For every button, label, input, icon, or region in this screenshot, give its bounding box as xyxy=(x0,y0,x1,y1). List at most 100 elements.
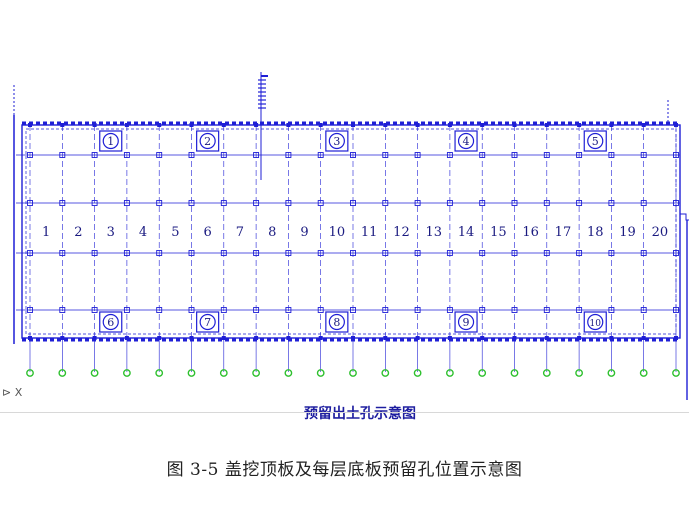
edge-node xyxy=(60,123,65,127)
column-node xyxy=(543,250,550,256)
column-node xyxy=(576,250,583,256)
edge-node xyxy=(512,336,517,340)
edge-node xyxy=(351,123,355,127)
edge-node xyxy=(286,123,291,127)
hole-number: 8 xyxy=(333,316,340,329)
edge-node xyxy=(480,123,485,127)
column-node xyxy=(188,200,195,206)
hole-frame xyxy=(454,130,478,152)
column-node xyxy=(382,152,389,158)
bay-label: 17 xyxy=(555,225,572,240)
column-grid xyxy=(16,123,680,372)
edge-node xyxy=(351,336,355,340)
column-node xyxy=(640,200,647,206)
edge-node xyxy=(254,123,259,127)
column-node xyxy=(317,250,324,256)
column-node xyxy=(673,200,679,206)
column-node xyxy=(350,250,356,256)
axis-marker-icon xyxy=(413,369,422,377)
hole-frame xyxy=(99,130,123,152)
hole-frame xyxy=(325,130,349,152)
axis-marker-icon xyxy=(349,369,357,377)
column-node xyxy=(91,200,98,206)
hole-number: 7 xyxy=(204,316,211,329)
bay-label: 15 xyxy=(490,225,507,240)
edge-node xyxy=(221,123,226,127)
column-node xyxy=(543,200,550,206)
edge-node xyxy=(286,336,291,340)
slab-inner-border xyxy=(25,128,677,335)
bay-label: 3 xyxy=(107,225,115,240)
bay-label: 8 xyxy=(268,225,276,240)
edge-node xyxy=(512,123,517,127)
edge-node xyxy=(577,336,582,340)
hole-circle xyxy=(457,313,475,331)
hole-circle xyxy=(328,313,345,331)
column-node xyxy=(414,152,421,158)
column-node xyxy=(673,152,679,158)
hole-number: 1 xyxy=(107,135,114,148)
column-node xyxy=(220,152,227,158)
column-node xyxy=(673,250,679,256)
column-node xyxy=(59,200,66,206)
column-node xyxy=(188,250,195,256)
column-node xyxy=(576,152,583,158)
bay-label: 18 xyxy=(587,225,604,240)
edge-node xyxy=(28,336,32,340)
axis-marker-icon xyxy=(155,369,164,377)
hole-circle xyxy=(328,132,345,150)
edge-node xyxy=(189,123,194,127)
column-node xyxy=(253,200,260,206)
edge-node xyxy=(124,336,129,340)
hole-number: 2 xyxy=(204,135,211,148)
right-step xyxy=(680,213,689,221)
column-node xyxy=(414,200,421,206)
column-node xyxy=(543,307,550,313)
column-node xyxy=(220,200,227,206)
column-node xyxy=(414,307,421,313)
column-node xyxy=(479,200,486,206)
column-node xyxy=(576,200,583,206)
hole-frame xyxy=(583,130,607,152)
column-node xyxy=(317,152,324,158)
edge-node xyxy=(641,336,646,340)
bay-label: 6 xyxy=(204,225,212,240)
edge-node xyxy=(544,123,549,127)
bay-label: 16 xyxy=(522,225,539,240)
column-node xyxy=(285,152,292,158)
column-node xyxy=(123,307,130,313)
column-node xyxy=(640,250,647,256)
axis-indicator: ⊳ X xyxy=(2,386,22,399)
column-node xyxy=(673,307,679,313)
hole-circle xyxy=(587,313,604,331)
edge-node xyxy=(318,123,323,127)
column-node xyxy=(27,152,33,158)
hole-number: 9 xyxy=(463,316,470,329)
column-node xyxy=(123,200,130,206)
axis-marker-icon xyxy=(252,369,261,377)
hole-number: 6 xyxy=(107,316,114,329)
column-node xyxy=(188,307,195,313)
edge-node xyxy=(609,123,614,127)
column-node xyxy=(511,307,518,313)
column-node xyxy=(91,250,98,256)
column-node xyxy=(382,250,389,256)
column-node xyxy=(91,152,98,158)
edge-node xyxy=(254,336,259,340)
bay-label: 12 xyxy=(393,225,410,240)
column-node xyxy=(91,307,98,313)
edge-node xyxy=(60,336,65,340)
edge-node xyxy=(415,123,420,127)
column-node xyxy=(608,307,615,313)
edge-node xyxy=(157,336,162,340)
column-node xyxy=(220,250,227,256)
hole-number: 5 xyxy=(592,135,599,148)
edge-node xyxy=(157,123,162,127)
hole-circle xyxy=(199,313,216,331)
hole-circle xyxy=(102,313,119,331)
edge-node xyxy=(641,123,646,127)
axis-arrow-icon: ⊳ xyxy=(2,386,12,399)
axis-marker-icon xyxy=(542,369,551,377)
